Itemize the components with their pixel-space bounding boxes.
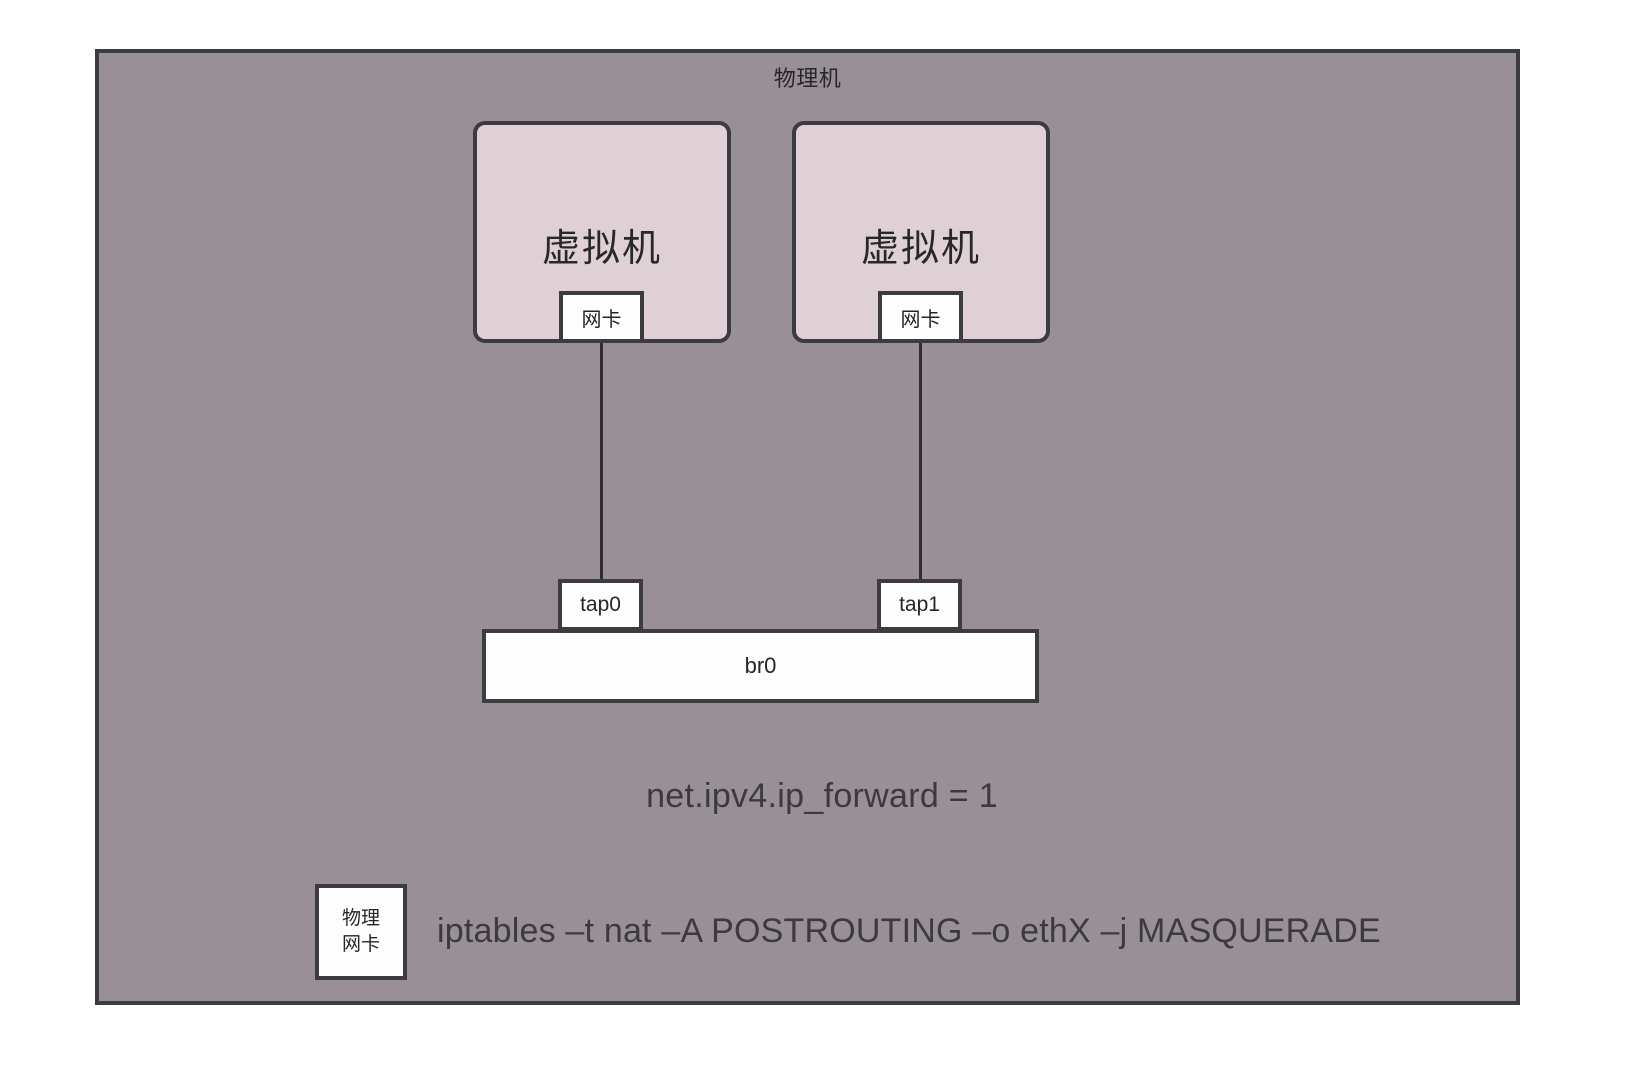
vm-nic-box-2: 网卡 bbox=[878, 291, 963, 343]
vm-label-2: 虚拟机 bbox=[860, 228, 981, 270]
physical-nic-box: 物理 网卡 bbox=[315, 884, 407, 980]
physical-nic-line-1: 物理 bbox=[341, 907, 380, 929]
sysctl-annotation: net.ipv4.ip_forward = 1 bbox=[646, 777, 998, 815]
connector-line-vm1-tap0 bbox=[600, 343, 603, 583]
tap-box-tap0: tap0 bbox=[558, 579, 643, 631]
tap-box-tap1: tap1 bbox=[877, 579, 962, 631]
vm-nic-box-1: 网卡 bbox=[559, 291, 644, 343]
physical-nic-line-2: 网卡 bbox=[341, 934, 380, 955]
bridge-bar-br0: br0 bbox=[482, 629, 1039, 703]
vm-label-1: 虚拟机 bbox=[541, 228, 662, 270]
physical-machine-title: 物理机 bbox=[773, 66, 842, 91]
connector-line-vm2-tap1 bbox=[919, 343, 922, 583]
iptables-command-annotation: iptables –t nat –A POSTROUTING –o ethX –… bbox=[437, 912, 1381, 950]
